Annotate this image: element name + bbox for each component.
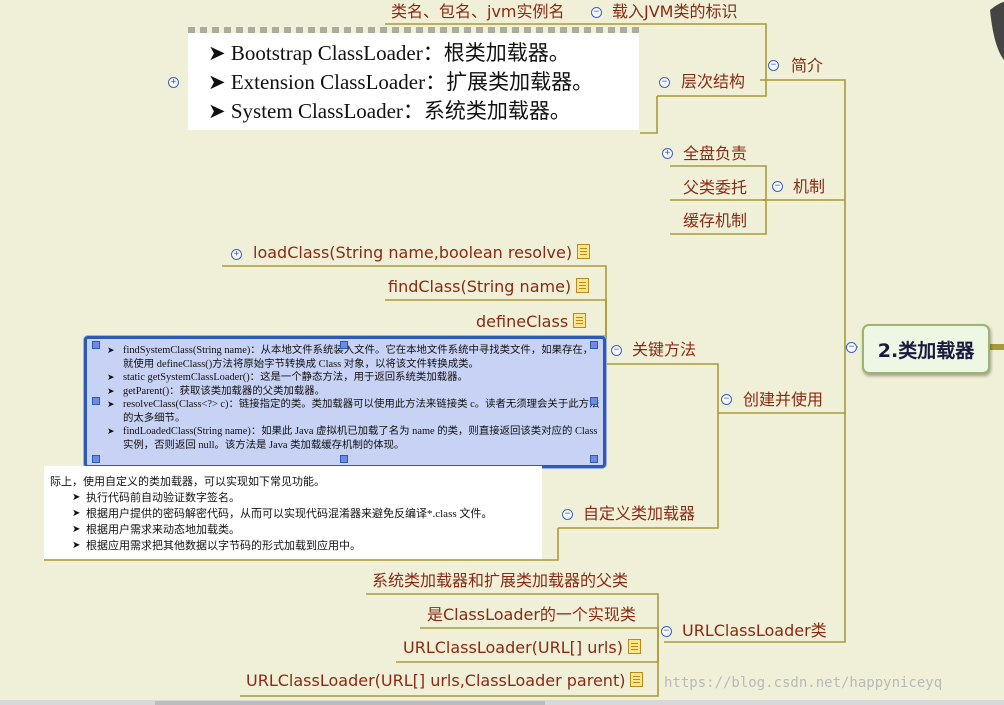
- branch-urlclassloader[interactable]: URLClassLoader类: [682, 621, 827, 640]
- collapse-toggle-create-use[interactable]: −: [721, 394, 732, 405]
- collapse-toggle-intro[interactable]: −: [768, 60, 779, 71]
- selected-methods-image[interactable]: findSystemClass(String name)：从本地文件系统装入文件…: [84, 336, 606, 468]
- node-loadclass[interactable]: loadClass(String name,boolean resolve): [253, 243, 591, 263]
- branch-mechanism[interactable]: 机制: [793, 177, 826, 196]
- method-detail-item: findLoadedClass(String name)：如果此 Java 虚拟…: [87, 425, 603, 452]
- custom-loader-item: 执行代码前自动验证数字签名。: [44, 490, 542, 506]
- method-detail-item: resolveClass(Class<?> c)：链接指定的类。类加载器可以使用…: [87, 398, 603, 425]
- custom-loader-intro: 际上，使用自定义的类加载器，可以实现如下常见功能。: [50, 476, 325, 488]
- node-defineclass[interactable]: defineClass: [476, 312, 587, 332]
- hierarchy-line: ➤ System ClassLoader：系统类加载器。: [208, 99, 571, 123]
- note-icon[interactable]: [576, 278, 590, 293]
- note-icon[interactable]: [630, 672, 644, 687]
- expand-toggle-loadclass[interactable]: +: [231, 249, 242, 260]
- expand-toggle-full-responsibility[interactable]: +: [662, 148, 673, 159]
- node-class-package-jvm[interactable]: 类名、包名、jvm实例名: [391, 2, 565, 21]
- collapse-toggle-mechanism[interactable]: −: [772, 181, 783, 192]
- method-detail-item: findSystemClass(String name)：从本地文件系统装入文件…: [87, 344, 603, 371]
- central-topic[interactable]: 2.类加载器: [862, 324, 990, 374]
- expand-toggle-left[interactable]: +: [168, 77, 179, 88]
- custom-loader-item: 根据应用需求把其他数据以字节码的形式加载到应用中。: [44, 538, 542, 554]
- method-detail-item: static getSystemClassLoader()：这是一个静态方法，用…: [87, 371, 603, 385]
- resize-handle[interactable]: [340, 455, 348, 463]
- hierarchy-line: ➤ Extension ClassLoader：扩展类加载器。: [208, 70, 594, 94]
- custom-loader-item: 根据用户提供的密码解密代码，从而可以实现代码混淆器来避免反编译*.class 文…: [44, 506, 542, 522]
- method-detail-item: getParent()：获取该类加载器的父类加载器。: [87, 385, 603, 399]
- cropped-text-edge: [188, 27, 639, 33]
- node-classloader-impl[interactable]: 是ClassLoader的一个实现类: [427, 605, 636, 624]
- note-icon[interactable]: [577, 244, 591, 259]
- node-parent-of-loaders[interactable]: 系统类加载器和扩展类加载器的父类: [372, 571, 629, 590]
- node-findclass[interactable]: findClass(String name): [388, 277, 590, 297]
- node-parent-delegation[interactable]: 父类委托: [683, 178, 748, 197]
- node-urlclassloader-ctor1[interactable]: URLClassLoader(URL[] urls): [403, 638, 641, 658]
- custom-loader-image: 际上，使用自定义的类加载器，可以实现如下常见功能。 执行代码前自动验证数字签名。…: [44, 466, 542, 559]
- node-jvm-identity[interactable]: 载入JVM类的标识: [612, 2, 738, 21]
- collapse-toggle-central[interactable]: −: [846, 342, 857, 353]
- node-cache-mechanism[interactable]: 缓存机制: [683, 211, 748, 230]
- branch-create-use[interactable]: 创建并使用: [743, 390, 824, 409]
- note-icon[interactable]: [627, 639, 641, 654]
- resize-handle[interactable]: [92, 341, 100, 349]
- collapse-toggle-jvm-identity[interactable]: −: [591, 7, 602, 18]
- custom-loader-item: 根据用户需求来动态地加载类。: [44, 522, 542, 538]
- node-custom-loader[interactable]: 自定义类加载器: [583, 504, 696, 523]
- hierarchy-line: ➤ Bootstrap ClassLoader：根类加载器。: [208, 41, 570, 65]
- collapse-toggle-hierarchy[interactable]: −: [659, 77, 670, 88]
- resize-handle[interactable]: [590, 341, 598, 349]
- watermark: https://blog.csdn.net/happyniceyq: [664, 675, 943, 691]
- resize-handle[interactable]: [92, 397, 100, 405]
- node-full-responsibility[interactable]: 全盘负责: [683, 144, 748, 163]
- resize-handle[interactable]: [590, 455, 598, 463]
- node-urlclassloader-ctor2[interactable]: URLClassLoader(URL[] urls,ClassLoader pa…: [246, 671, 644, 691]
- note-icon[interactable]: [573, 313, 587, 328]
- resize-handle[interactable]: [92, 455, 100, 463]
- collapse-toggle-custom-loader[interactable]: −: [562, 509, 573, 520]
- collapse-toggle-urlclassloader[interactable]: −: [661, 626, 672, 637]
- node-hierarchy[interactable]: 层次结构: [681, 72, 746, 91]
- scrollbar-thumb[interactable]: [155, 701, 545, 705]
- node-key-methods[interactable]: 关键方法: [632, 340, 697, 359]
- hierarchy-image: ➤ Bootstrap ClassLoader：根类加载器。 ➤ Extensi…: [188, 27, 639, 130]
- collapse-toggle-key-methods[interactable]: −: [611, 345, 622, 356]
- resize-handle[interactable]: [340, 341, 348, 349]
- resize-handle[interactable]: [590, 397, 598, 405]
- branch-intro[interactable]: 简介: [791, 56, 824, 75]
